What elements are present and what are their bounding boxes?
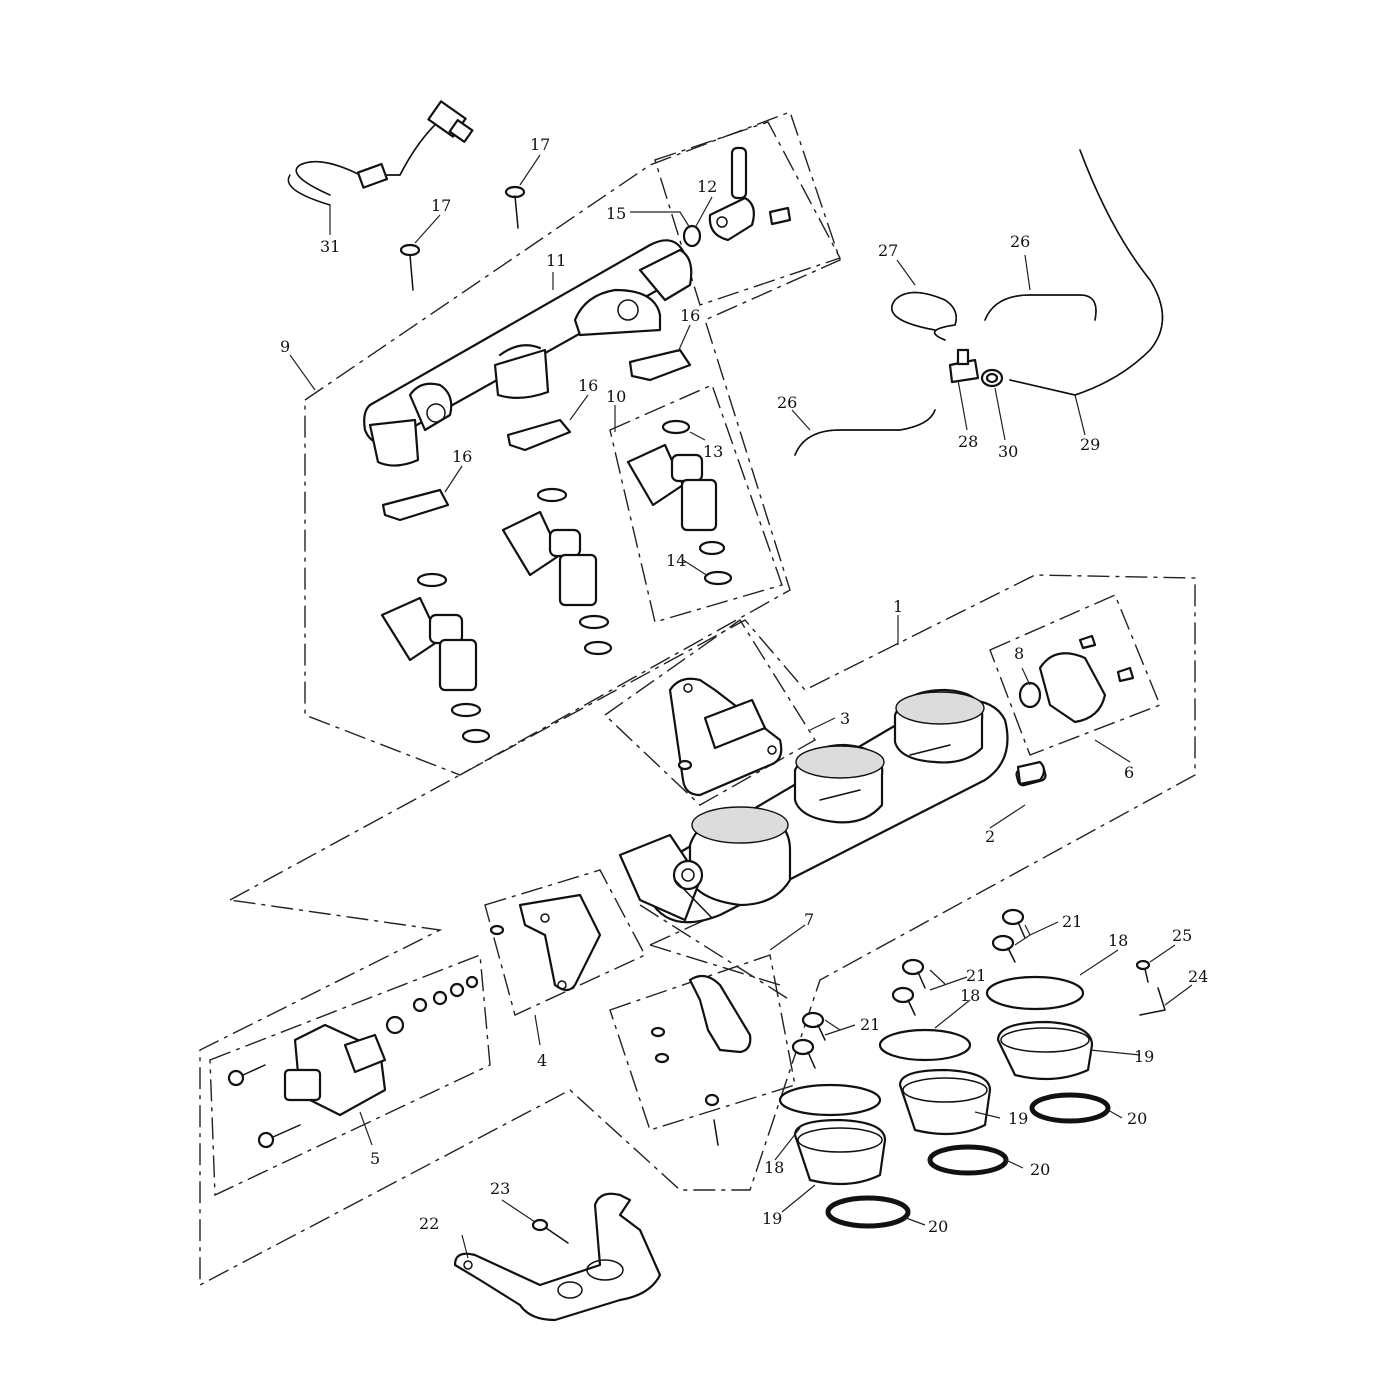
intake-boot-middle xyxy=(878,1028,1009,1176)
callout-9: 9 xyxy=(280,337,290,356)
group-1-throttle-body-outline xyxy=(199,574,1196,1287)
callout-14: 14 xyxy=(666,551,686,570)
screw-5-lower xyxy=(257,1124,301,1149)
callout-21-b: 21 xyxy=(966,966,986,985)
hose-26-lower xyxy=(794,409,936,456)
callout-22: 22 xyxy=(419,1214,439,1233)
callout-27: 27 xyxy=(878,241,898,260)
callout-4: 4 xyxy=(537,1051,547,1070)
plug-2 xyxy=(1016,760,1046,786)
callout-20-b: 20 xyxy=(1030,1160,1050,1179)
callout-31: 31 xyxy=(320,237,340,256)
fuel-rail xyxy=(363,239,693,467)
callout-18-a: 18 xyxy=(1108,931,1128,950)
callout-6: 6 xyxy=(1124,763,1134,782)
screw-5-upper xyxy=(227,1064,266,1087)
callout-23: 23 xyxy=(490,1179,510,1198)
clip-24 xyxy=(1139,987,1166,1016)
injector-1 xyxy=(380,572,491,744)
idle-control-valve xyxy=(227,975,479,1149)
fuel-hose-assembly xyxy=(287,100,474,206)
callout-3: 3 xyxy=(840,709,850,728)
bracket-4 xyxy=(489,893,602,992)
bracket-3 xyxy=(668,677,783,797)
callout-26-a: 26 xyxy=(1010,232,1030,251)
group-6-tps-outline xyxy=(989,594,1161,756)
callout-17-b: 17 xyxy=(431,196,451,215)
callout-10: 10 xyxy=(606,387,626,406)
callout-19-b: 19 xyxy=(1008,1109,1028,1128)
hose-26-upper xyxy=(984,294,1097,321)
callout-16-a: 16 xyxy=(680,306,700,325)
callout-15: 15 xyxy=(606,204,626,223)
intake-boot-left xyxy=(778,1083,911,1229)
callout-18-c: 18 xyxy=(764,1158,784,1177)
callout-13: 13 xyxy=(703,442,723,461)
callout-26-b: 26 xyxy=(777,393,797,412)
callout-11: 11 xyxy=(546,251,566,270)
bolt-25 xyxy=(1135,959,1151,983)
group-4-bracket-outline xyxy=(484,869,646,1016)
callout-28: 28 xyxy=(958,432,978,451)
callout-16-c: 16 xyxy=(452,447,472,466)
group-10-injector-outline xyxy=(609,384,783,623)
t-piece-28 xyxy=(948,348,980,384)
pressure-regulator xyxy=(682,146,792,248)
bolt-23 xyxy=(531,1218,569,1244)
callout-5: 5 xyxy=(370,1149,380,1168)
callout-12: 12 xyxy=(697,177,717,196)
callout-20-a: 20 xyxy=(1127,1109,1147,1128)
bracket-7 xyxy=(650,974,752,1146)
bolt-17-lower xyxy=(399,243,421,291)
group-7-bracket-outline xyxy=(609,954,796,1131)
injector-3 xyxy=(626,419,733,586)
callout-7: 7 xyxy=(804,910,814,929)
injector-2 xyxy=(501,487,613,656)
group-5-idle-valve-outline xyxy=(209,954,491,1197)
hose-27 xyxy=(891,291,957,341)
throttle-body xyxy=(618,688,1047,924)
callout-8: 8 xyxy=(1014,644,1024,663)
bracket-22 xyxy=(453,1192,662,1322)
hose-29 xyxy=(1009,149,1164,396)
callout-24: 24 xyxy=(1188,967,1208,986)
callout-2: 2 xyxy=(985,827,995,846)
callout-21-a: 21 xyxy=(1062,912,1082,931)
throttle-position-sensor xyxy=(1018,634,1135,724)
callout-21-c: 21 xyxy=(860,1015,880,1034)
callout-16-b: 16 xyxy=(578,376,598,395)
callout-20-c: 20 xyxy=(928,1217,948,1236)
clip-16-a xyxy=(628,348,692,382)
leader-lines xyxy=(289,154,1193,1259)
group-3-bracket-outline xyxy=(603,619,816,806)
bolt-17-upper xyxy=(504,185,526,229)
callout-19-c: 19 xyxy=(762,1209,782,1228)
clip-16-c xyxy=(381,488,450,522)
callout-30: 30 xyxy=(998,442,1018,461)
callout-17-a: 17 xyxy=(530,135,550,154)
clamp-30 xyxy=(980,368,1004,388)
callout-19-a: 19 xyxy=(1134,1047,1154,1066)
callout-18-b: 18 xyxy=(960,986,980,1005)
callout-29: 29 xyxy=(1080,435,1100,454)
intake-boot-right xyxy=(985,975,1111,1124)
screws-21 xyxy=(791,908,1026,1069)
callout-labels: 1 2 3 4 5 6 7 8 9 10 11 12 13 14 15 16 1… xyxy=(280,135,1208,1236)
group-9-fuel-rail-outline xyxy=(304,111,841,776)
callout-1: 1 xyxy=(893,597,903,616)
callout-25: 25 xyxy=(1172,926,1192,945)
dashed-connector xyxy=(639,894,791,1001)
clip-16-b xyxy=(506,418,572,452)
